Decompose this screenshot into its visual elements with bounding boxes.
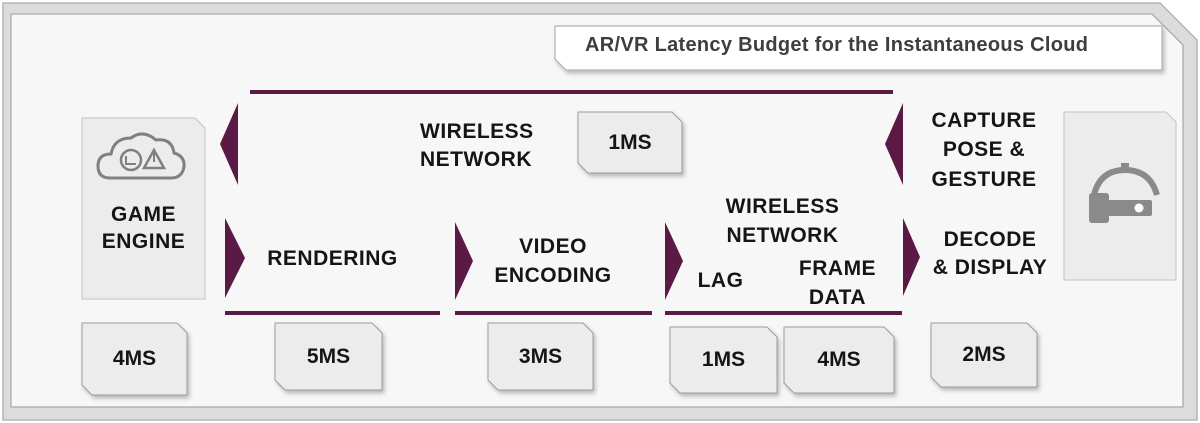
arrow-left-capture <box>885 103 903 185</box>
game-engine-label: GAME ENGINE <box>101 203 186 253</box>
decode-display-label: DECODE & DISPLAY <box>932 228 1048 280</box>
latency-video-encoding: 3MS <box>518 344 563 368</box>
latency-wireless-top: 1MS <box>608 130 652 154</box>
frame-data-label: FRAME DATA <box>798 257 877 310</box>
vr-headset-icon <box>1089 163 1160 223</box>
arrow-right-rendering <box>225 218 245 298</box>
rendering-label: RENDERING <box>267 247 398 270</box>
arrow-right-decode <box>903 218 920 296</box>
latency-game-engine: 4MS <box>112 347 157 370</box>
wireless-network-top-label: WIRELESS NETWORK <box>420 120 534 172</box>
title-tab <box>554 25 1163 71</box>
video-encoding-label: VIDEO ENCODING <box>494 235 612 288</box>
latency-frame-data: 4MS <box>817 348 861 371</box>
latency-decode: 2MS <box>962 343 1006 366</box>
lag-label: LAG <box>697 269 744 292</box>
arrow-left-engine <box>220 103 238 185</box>
diagram-title: AR/VR Latency Budget for the Instantaneo… <box>585 34 1089 56</box>
headset-box <box>1063 111 1177 281</box>
latency-rendering: 5MS <box>306 344 351 368</box>
arrow-right-encoding <box>455 222 473 300</box>
wireless-network-bottom-label: WIRELESS NETWORK <box>725 195 840 248</box>
arrow-right-network <box>665 222 683 300</box>
game-engine-box <box>81 117 206 300</box>
latency-lag: 1MS <box>701 348 746 371</box>
cloud-engine-icon <box>96 132 186 180</box>
capture-pose-gesture-label: CAPTURE POSE & GESTURE <box>931 109 1037 191</box>
